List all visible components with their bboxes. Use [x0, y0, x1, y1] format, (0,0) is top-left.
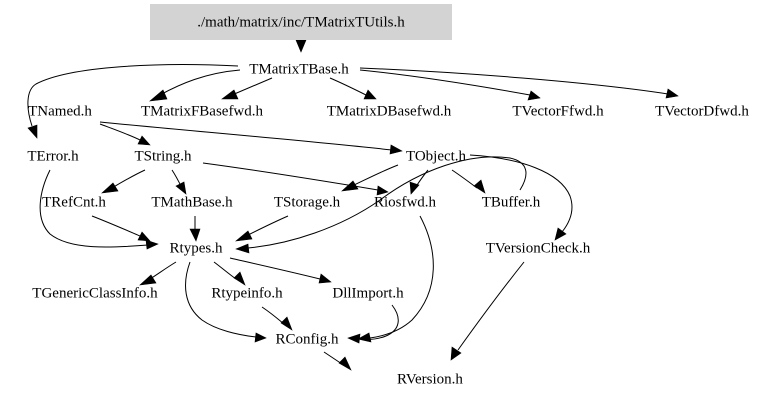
- node-label-tmathbase: TMathBase.h: [151, 194, 233, 210]
- node-tstring[interactable]: TString.h: [134, 148, 192, 164]
- node-label-tmatrixtbase: TMatrixTBase.h: [249, 61, 349, 77]
- edge-tnamed-to-tobject: [99, 121, 403, 155]
- node-label-terror: TError.h: [27, 148, 79, 164]
- edge-trefcnt-to-rtypes: [91, 215, 151, 242]
- node-label-rtypes: Rtypes.h: [170, 240, 223, 256]
- edge-tmatrixtbase-to-tmatrixfbasefwd: [221, 77, 273, 100]
- edge-tmatrixtbase-to-terror: [27, 64, 239, 139]
- edge-rtypes-to-dllimport: [229, 257, 332, 284]
- edge-tstring-to-riosfwd: [202, 162, 389, 196]
- node-rtypes[interactable]: Rtypes.h: [170, 240, 223, 256]
- node-label-rconfig: RConfig.h: [276, 331, 339, 347]
- edge-tversioncheck-to-rversion: [450, 261, 525, 361]
- edge-dllimport-to-rconfig: [347, 304, 399, 344]
- node-tbuffer[interactable]: TBuffer.h: [482, 194, 541, 210]
- node-label-tversioncheck: TVersionCheck.h: [486, 240, 591, 256]
- node-tmatrixdbasefwd[interactable]: TMatrixDBasefwd.h: [327, 103, 452, 119]
- node-label-rversion: RVersion.h: [397, 371, 463, 387]
- node-label-tbuffer: TBuffer.h: [482, 194, 541, 210]
- edge-tbuffer-to-rtypes: [235, 156, 527, 254]
- node-label-tstorage: TStorage.h: [274, 194, 341, 210]
- edge-tobject-to-tstorage: [341, 164, 399, 192]
- node-tnamed[interactable]: TNamed.h: [28, 103, 92, 119]
- node-label-dllimport: DllImport.h: [332, 285, 404, 301]
- edge-rconfig-to-rversion: [323, 351, 352, 371]
- edge-tstring-to-tmathbase: [171, 169, 187, 195]
- node-root[interactable]: ./math/matrix/inc/TMatrixTUtils.h: [150, 4, 452, 40]
- edge-tmatrixtbase-to-tvectorffwd: [359, 69, 541, 101]
- edge-terror-to-rtypes: [39, 169, 159, 250]
- node-label-tvectordfwd: TVectorDfwd.h: [655, 103, 749, 119]
- node-tversioncheck[interactable]: TVersionCheck.h: [486, 240, 591, 256]
- edge-tobject-to-riosfwd: [409, 169, 429, 195]
- edge-tmatrixtbase-to-tvectordfwd: [359, 67, 679, 99]
- node-terror[interactable]: TError.h: [27, 148, 79, 164]
- node-tmatrixfbasefwd[interactable]: TMatrixFBasefwd.h: [141, 103, 264, 119]
- node-label-trefcnt: TRefCnt.h: [42, 194, 106, 210]
- node-rversion[interactable]: RVersion.h: [397, 371, 463, 387]
- node-trefcnt[interactable]: TRefCnt.h: [42, 194, 106, 210]
- edge-tobject-to-tbuffer: [451, 169, 486, 194]
- edge-tstring-to-trefcnt: [101, 169, 146, 194]
- node-label-tstring: TString.h: [134, 148, 192, 164]
- node-tstorage[interactable]: TStorage.h: [274, 194, 341, 210]
- node-label-rtypeinfo: Rtypeinfo.h: [211, 285, 283, 301]
- edge-tstorage-to-rtypes: [235, 215, 289, 242]
- node-label-tvectorffwd: TVectorFfwd.h: [512, 103, 604, 119]
- node-dllimport[interactable]: DllImport.h: [332, 285, 404, 301]
- node-riosfwd[interactable]: Riosfwd.h: [374, 194, 437, 210]
- node-tmatrixtbase[interactable]: TMatrixTBase.h: [249, 61, 349, 77]
- root-node-label: ./math/matrix/inc/TMatrixTUtils.h: [197, 14, 405, 30]
- node-layer: ./math/matrix/inc/TMatrixTUtils.h TMatri…: [27, 4, 749, 387]
- node-label-tgenericclassinfo: TGenericClassInfo.h: [32, 285, 158, 301]
- edge-tmatrixtbase-to-tmatrixdbasefwd: [329, 77, 377, 100]
- node-rtypeinfo[interactable]: Rtypeinfo.h: [211, 285, 283, 301]
- edge-rtypes-to-rconfig: [185, 261, 267, 343]
- node-label-riosfwd: Riosfwd.h: [374, 194, 437, 210]
- node-tgenericclassinfo[interactable]: TGenericClassInfo.h: [32, 285, 158, 301]
- node-rconfig[interactable]: RConfig.h: [276, 331, 339, 347]
- node-label-tnamed: TNamed.h: [28, 103, 92, 119]
- edge-layer: [27, 36, 679, 371]
- node-label-tmatrixfbasefwd: TMatrixFBasefwd.h: [141, 103, 264, 119]
- root-node-box: [150, 4, 452, 40]
- edge-riosfwd-to-rconfig: [357, 215, 434, 343]
- edge-tmatrixtbase-to-tnamed: [149, 69, 241, 102]
- edge-tnamed-to-tstring: [99, 123, 151, 146]
- node-tobject[interactable]: TObject.h: [406, 148, 467, 164]
- edge-tmathbase-to-rtypes: [189, 216, 201, 242]
- node-tmathbase[interactable]: TMathBase.h: [151, 194, 233, 210]
- node-tvectorffwd[interactable]: TVectorFfwd.h: [512, 103, 604, 119]
- node-tvectordfwd[interactable]: TVectorDfwd.h: [655, 103, 749, 119]
- node-label-tobject: TObject.h: [406, 148, 467, 164]
- edge-rtypeinfo-to-rconfig: [261, 306, 293, 331]
- edge-tobject-to-tversioncheck: [469, 154, 573, 241]
- node-label-tmatrixdbasefwd: TMatrixDBasefwd.h: [327, 103, 452, 119]
- edge-rtypes-to-tgenericclassinfo: [139, 261, 177, 286]
- edge-rtypes-to-rtypeinfo: [213, 261, 246, 286]
